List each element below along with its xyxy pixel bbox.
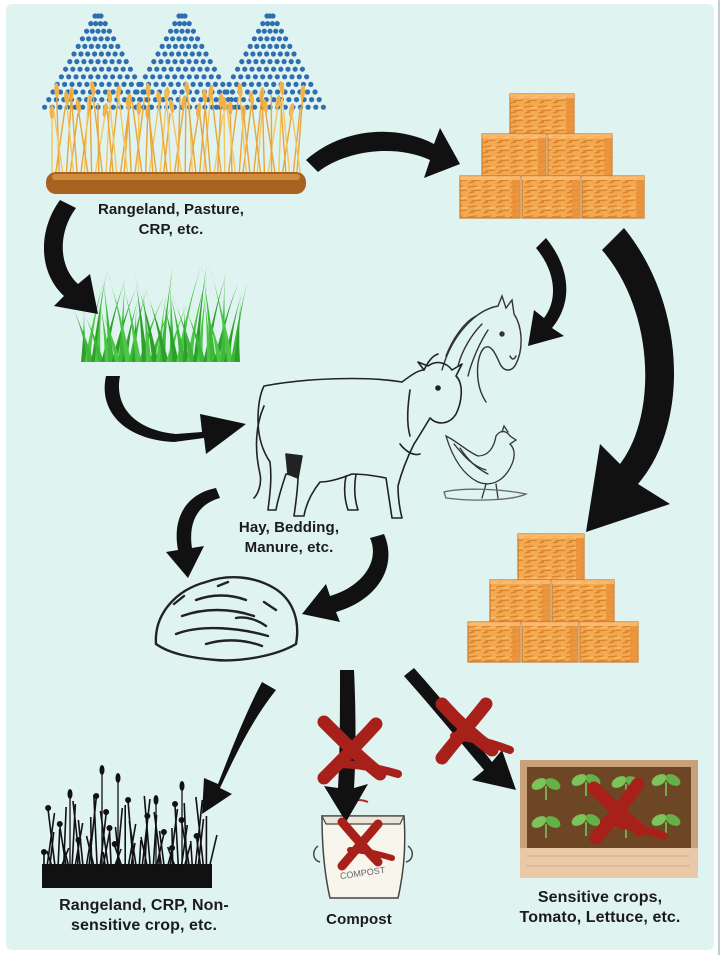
label-compost-line1: Compost xyxy=(304,910,414,930)
wild-plants-icon xyxy=(41,765,217,888)
label-safe-destination-line2: sensitive crop, etc. xyxy=(32,916,256,936)
herbicide-spray-icon xyxy=(42,13,326,109)
label-sensitive-crops-line1: Sensitive crops, xyxy=(490,888,710,908)
chicken-icon xyxy=(444,426,526,500)
label-compost: Compost xyxy=(304,910,414,930)
label-animal-products-line1: Hay, Bedding, xyxy=(214,518,364,538)
arrow-cow-to-pile-left xyxy=(166,488,220,578)
manure-pile-icon xyxy=(156,577,297,660)
hay-bales-icon xyxy=(460,94,644,218)
diagram-canvas: COMPOST xyxy=(6,4,714,950)
hay-bales-icon xyxy=(468,534,638,662)
horse-icon xyxy=(442,296,521,402)
arrow-hay-to-horse xyxy=(528,238,566,346)
label-sensitive-crops: Sensitive crops, Tomato, Lettuce, etc. xyxy=(490,888,710,928)
arrow-pile-to-wild xyxy=(202,682,276,814)
arrow-field-to-hay xyxy=(306,128,460,178)
label-source-line1: Rangeland, Pasture, xyxy=(76,200,266,220)
label-sensitive-crops-line2: Tomato, Lettuce, etc. xyxy=(490,908,710,928)
diagram-panel: COMPOST xyxy=(6,4,714,950)
label-animal-products-line2: Manure, etc. xyxy=(214,538,364,558)
label-safe-destination: Rangeland, CRP, Non- sensitive crop, etc… xyxy=(32,896,256,936)
label-safe-destination-line1: Rangeland, CRP, Non- xyxy=(32,896,256,916)
label-source-line2: CRP, etc. xyxy=(76,220,266,240)
cow-icon xyxy=(254,354,462,518)
cross-mark-icon xyxy=(324,722,398,778)
arrow-hay-to-hay xyxy=(586,228,674,532)
label-animal-products: Hay, Bedding, Manure, etc. xyxy=(214,518,364,558)
arrow-grass-to-cow xyxy=(105,376,246,454)
label-source: Rangeland, Pasture, CRP, etc. xyxy=(76,200,266,240)
